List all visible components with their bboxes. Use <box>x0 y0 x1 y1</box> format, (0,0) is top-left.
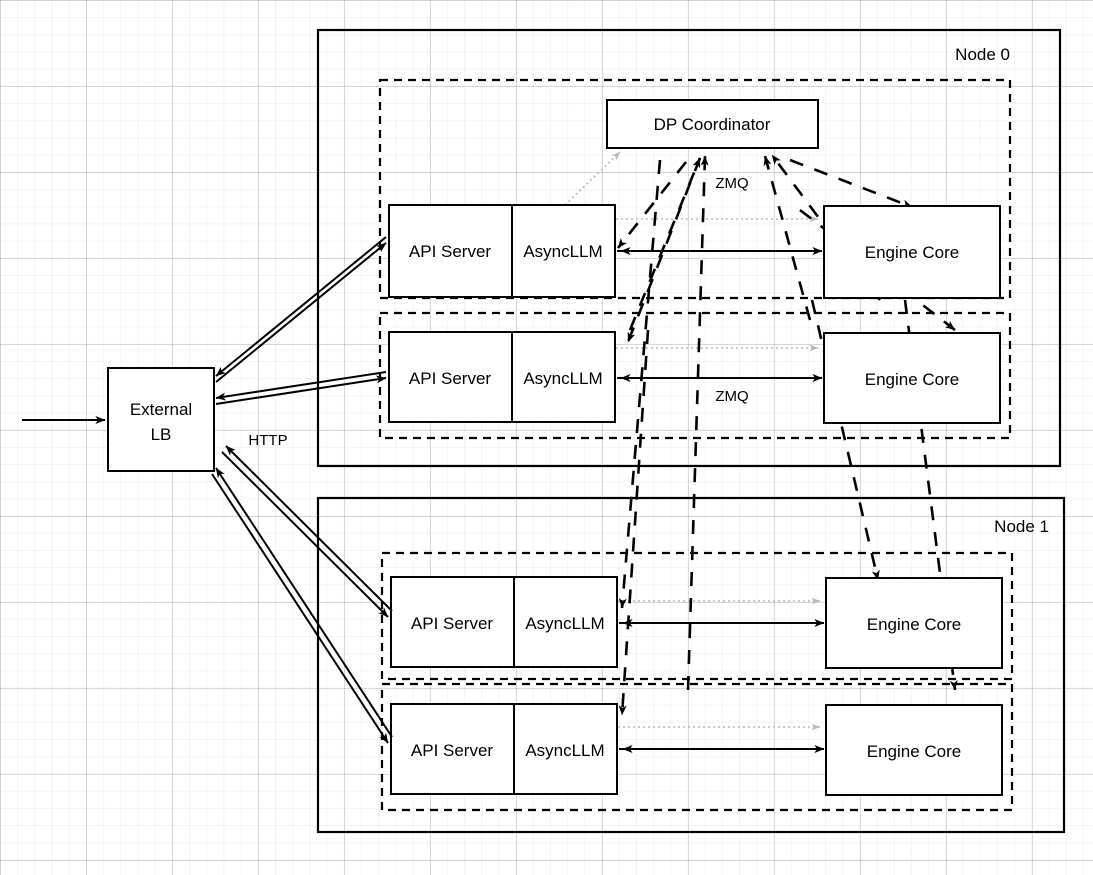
ctrl-coordinator-to-n1r1-asyncllm <box>618 329 650 716</box>
node0-label: Node 0 <box>955 45 1010 64</box>
n0r1-serverbox[interactable] <box>388 331 616 423</box>
external-lb-label-line1: External <box>130 400 192 419</box>
n0r0-serverbox[interactable] <box>388 204 616 298</box>
n1r1-api-server-label: API Server <box>411 741 494 760</box>
lb-to-n0r0-api <box>215 242 387 383</box>
n1r0-serverbox[interactable] <box>390 576 618 668</box>
node1-container <box>316 496 1066 834</box>
n1r1-api-to-lb <box>215 467 393 738</box>
n0r1-api-server-label: API Server <box>409 369 492 388</box>
n1r0-asyncllm-label: AsyncLLM <box>525 614 604 633</box>
node0-rank0-group <box>378 78 1012 300</box>
n0r1-engine-core-box[interactable] <box>823 332 1001 424</box>
node1-rank1-group <box>380 682 1014 812</box>
n1r0-api-to-lb <box>225 445 393 612</box>
n0r0-api-to-lb <box>215 236 387 377</box>
n0r0-asyncllm-label: AsyncLLM <box>523 242 602 261</box>
telemetry-asyncllm-to-coordinator <box>564 151 621 206</box>
dp-coordinator-label: DP Coordinator <box>654 115 771 134</box>
lb-to-n1r1-api <box>211 473 389 744</box>
ctrl-coordinator-to-n0r1-asyncllm <box>626 157 702 343</box>
n0r1-api-to-lb <box>215 371 387 401</box>
n1r0-api-server-label: API Server <box>411 614 494 633</box>
external-lb-box[interactable] <box>107 367 215 472</box>
n0r0-engine-core-box[interactable] <box>823 205 1001 299</box>
n0r1-asyncllm-label: AsyncLLM <box>523 369 602 388</box>
ctrl-n1-core-to-coordinator <box>686 155 709 691</box>
lb-to-n1r0-api <box>221 451 389 618</box>
n0r0-api-server-label: API Server <box>409 242 492 261</box>
n1r1-asyncllm-label: AsyncLLM <box>525 741 604 760</box>
zmq-label-mid: ZMQ <box>715 388 748 405</box>
lb-to-n0r1-api <box>215 375 387 405</box>
n1r1-serverbox[interactable] <box>390 703 618 795</box>
ctrl-coordinator-to-n1r0-core <box>810 299 880 581</box>
ctrl-coordinator-to-n0r0-asyncllm <box>616 161 688 249</box>
http-label: HTTP <box>248 432 287 449</box>
n0r1-engine-core-label: Engine Core <box>865 370 960 389</box>
zmq-label-top: ZMQ <box>715 175 748 192</box>
dp-coordinator-box[interactable] <box>606 99 819 149</box>
node1-label: Node 1 <box>994 517 1049 536</box>
n1r0-engine-core-label: Engine Core <box>867 615 962 634</box>
n1r1-engine-core-box[interactable] <box>825 704 1003 796</box>
ctrl-coordinator-to-n1r0-asyncllm <box>618 159 662 609</box>
node0-container <box>316 28 1062 468</box>
ctrl-coordinator-to-n0r0-core <box>789 158 913 209</box>
ctrl-n0r0-core-to-coordinator <box>763 155 812 321</box>
ctrl-n0r1-core-to-coordinator <box>628 157 702 331</box>
n1r1-engine-core-label: Engine Core <box>867 742 962 761</box>
n0r0-engine-core-label: Engine Core <box>865 243 960 262</box>
external-lb-label-line2: LB <box>151 425 172 444</box>
n1r0-engine-core-box[interactable] <box>825 577 1003 669</box>
